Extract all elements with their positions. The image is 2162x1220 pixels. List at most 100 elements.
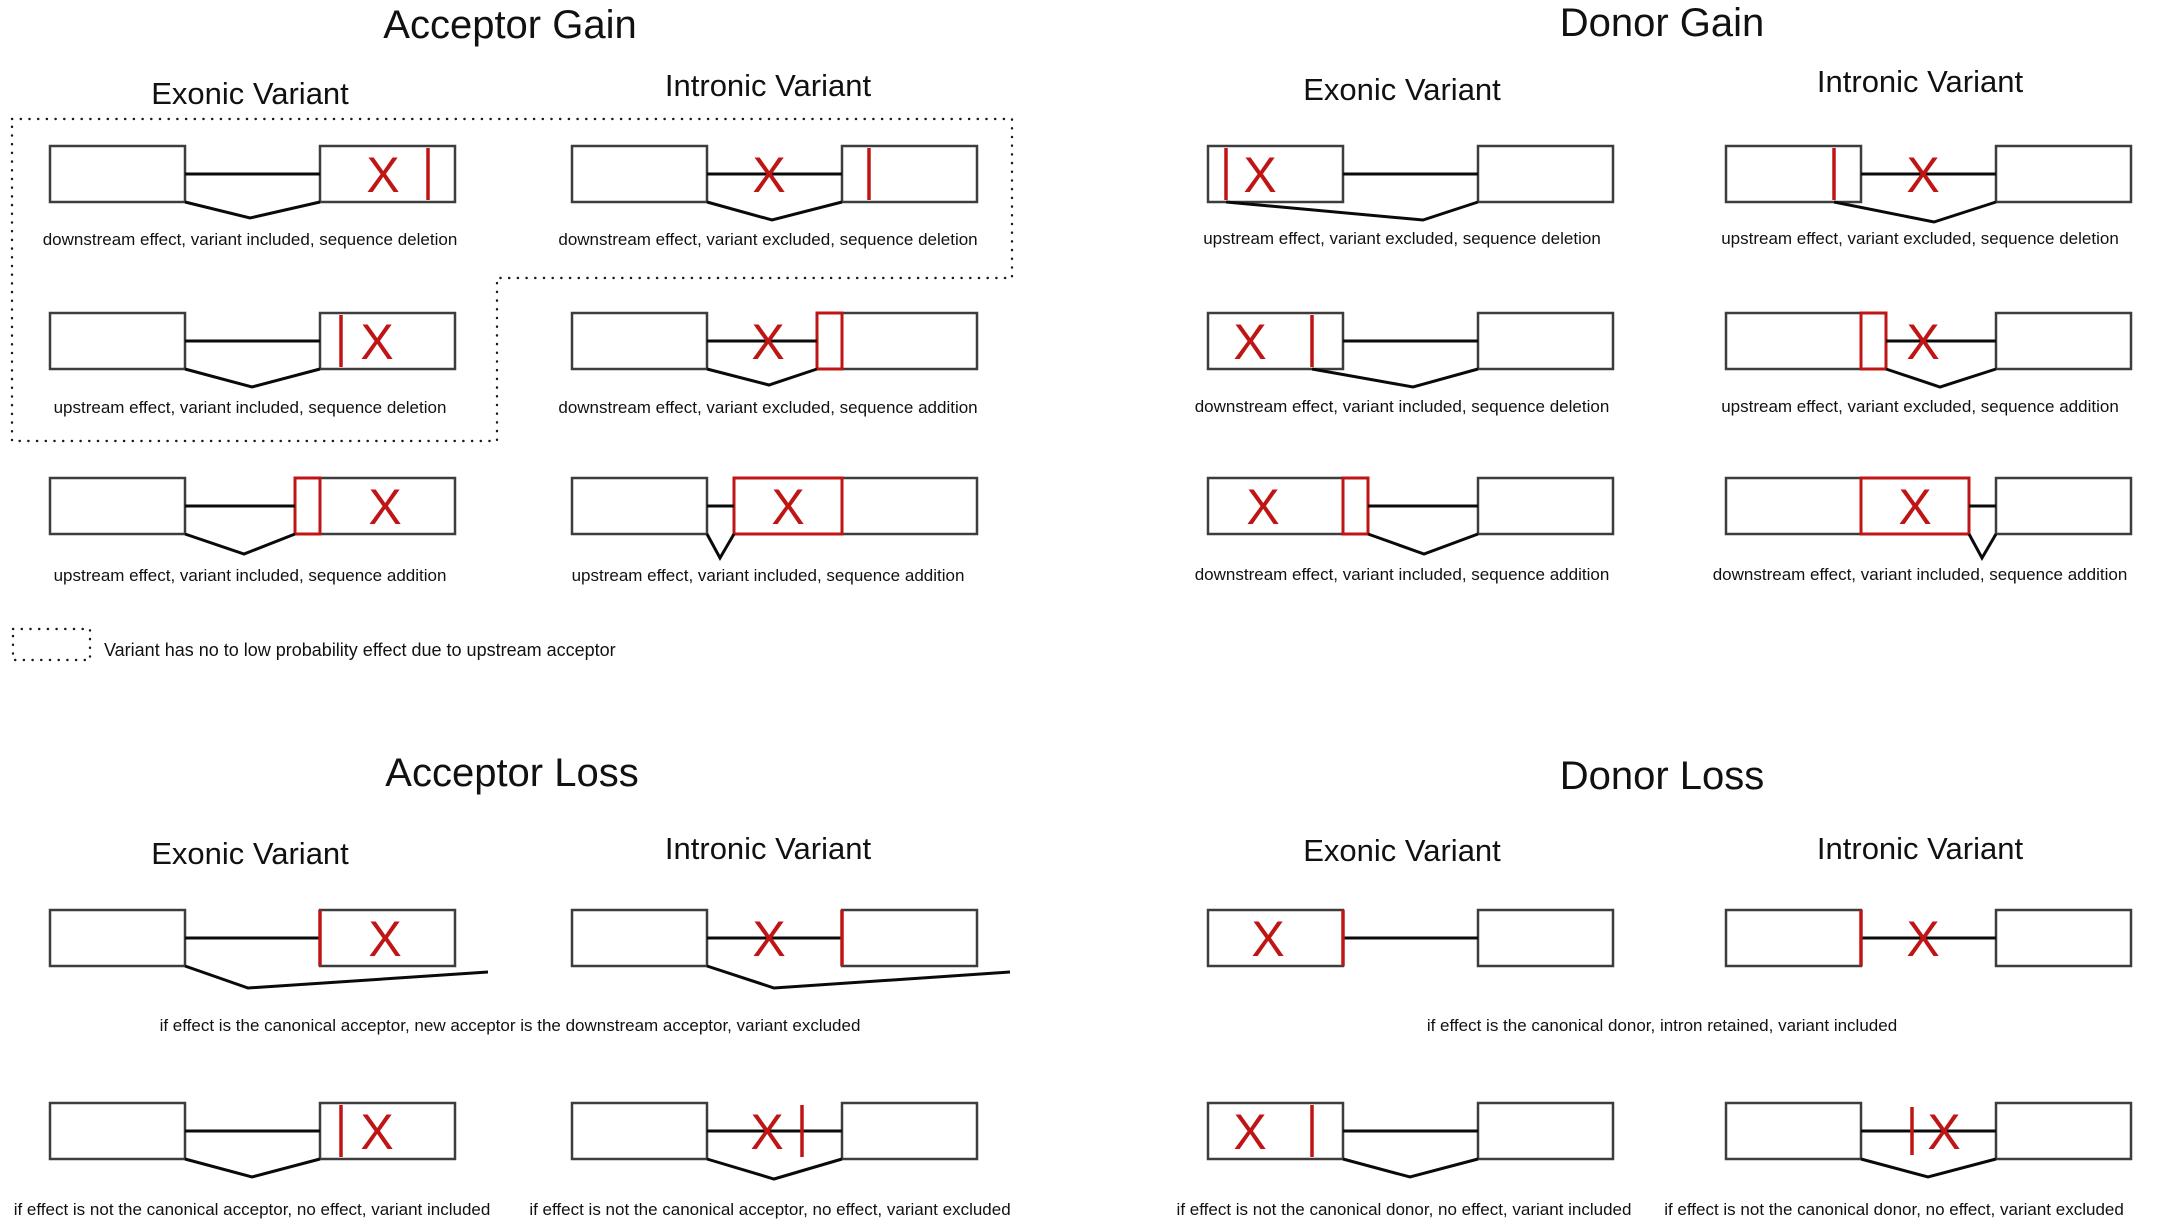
inserted-sequence-box	[293, 476, 322, 536]
exon-box	[1724, 144, 1863, 204]
variant-x-mark: X	[368, 911, 401, 967]
diagram-caption-dl-ex-2: if effect is not the canonical donor, no…	[1176, 1200, 1632, 1219]
diagram-caption-ag-in-3: upstream effect, variant included, seque…	[571, 566, 965, 585]
variant-x-mark: X	[751, 314, 784, 370]
variant-x-mark: X	[771, 479, 804, 535]
section-title-acceptor-gain: Acceptor Gain	[383, 3, 637, 47]
exon-box	[570, 1101, 709, 1161]
variant-x-mark: X	[1906, 314, 1939, 370]
diagram-caption-al-row1-shared: if effect is the canonical acceptor, new…	[159, 1016, 861, 1035]
splice-diagram-acceptor-gain-intronic-row2: X	[570, 311, 979, 387]
splice-diagram-donor-gain-exonic-row2: X	[1206, 311, 1615, 389]
diagram-caption-ag-in-2: downstream effect, variant excluded, seq…	[558, 398, 978, 417]
variant-x-mark: X	[752, 911, 785, 967]
splice-path	[1311, 367, 1479, 389]
variant-x-mark: X	[752, 147, 785, 203]
variant-x-mark: X	[1233, 1104, 1266, 1160]
column-header-acceptor-gain-intronic: Intronic Variant	[664, 68, 872, 103]
variant-x-mark: X	[368, 479, 401, 535]
exon-box	[840, 476, 979, 536]
splice-diagram-acceptor-gain-exonic-row3: X	[48, 476, 457, 556]
variant-x-mark: X	[1243, 147, 1276, 203]
section-title-donor-gain: Donor Gain	[1559, 1, 1765, 45]
exon-box	[840, 908, 979, 968]
exon-box	[1476, 1101, 1615, 1161]
inserted-sequence-box	[732, 476, 844, 536]
column-header-donor-gain-exonic: Exonic Variant	[1303, 72, 1501, 107]
column-header-donor-loss-exonic: Exonic Variant	[1303, 833, 1501, 868]
exon-box	[1994, 311, 2133, 371]
splice-path	[1967, 533, 1998, 562]
splice-diagram-donor-gain-intronic-row2: X	[1724, 311, 2133, 389]
splice-path	[706, 367, 818, 387]
splice-diagram-acceptor-gain-intronic-row3: X	[570, 476, 979, 562]
exon-box	[1206, 908, 1345, 968]
splice-path	[1367, 532, 1479, 556]
splice-diagram-donor-loss-exonic-row2: X	[1206, 1101, 1615, 1179]
legend-swatch-box	[11, 627, 92, 662]
exon-box	[1724, 476, 1863, 536]
exon-box	[1476, 476, 1615, 536]
splice-diagram-donor-loss-intronic-row1: X	[1724, 908, 2133, 968]
splice-path	[1833, 200, 1997, 224]
splice-path	[706, 200, 843, 222]
section-title-donor-loss: Donor Loss	[1559, 754, 1765, 798]
exon-box	[570, 144, 709, 204]
inserted-sequence-box	[815, 311, 844, 371]
exon-box	[1206, 476, 1345, 536]
splice-path	[705, 533, 736, 562]
diagram-caption-ag-in-1: downstream effect, variant excluded, seq…	[558, 230, 978, 249]
diagram-caption-dl-row1-shared: if effect is the canonical donor, intron…	[1426, 1016, 1898, 1035]
splice-diagram-acceptor-loss-exonic-row2: X	[48, 1101, 457, 1179]
splice-diagram-donor-loss-intronic-row2: X	[1724, 1101, 2133, 1179]
exon-box	[1994, 144, 2133, 204]
exon-box	[318, 476, 457, 536]
splice-path	[1342, 1157, 1479, 1179]
splice-diagram-acceptor-loss-exonic-row1: X	[48, 908, 489, 990]
exon-box	[1724, 1101, 1863, 1161]
exon-box	[48, 908, 187, 968]
splice-diagram-donor-loss-exonic-row1: X	[1206, 908, 1615, 968]
exon-box	[570, 476, 709, 536]
splice-diagram-donor-gain-exonic-row3: X	[1206, 476, 1615, 556]
splice-diagram-acceptor-gain-exonic-row1: X	[48, 144, 457, 220]
exon-box	[1206, 144, 1345, 204]
variant-x-mark: X	[1251, 911, 1284, 967]
exon-box	[570, 311, 709, 371]
diagram-caption-dg-in-1: upstream effect, variant excluded, seque…	[1721, 229, 2119, 248]
column-header-acceptor-gain-exonic: Exonic Variant	[151, 76, 349, 111]
diagram-caption-ag-ex-3: upstream effect, variant included, seque…	[53, 566, 447, 585]
variant-x-mark: X	[360, 1104, 393, 1160]
exon-box	[1724, 311, 1863, 371]
exon-box	[1724, 908, 1863, 968]
exon-box	[48, 476, 187, 536]
splice-path	[184, 1157, 321, 1179]
diagram-caption-dg-ex-3: downstream effect, variant included, seq…	[1194, 565, 1610, 584]
exon-box	[1994, 476, 2133, 536]
diagram-caption-dg-ex-1: upstream effect, variant excluded, seque…	[1203, 229, 1601, 248]
section-title-acceptor-loss: Acceptor Loss	[385, 751, 639, 795]
inserted-sequence-box	[1341, 476, 1370, 536]
exon-box	[318, 144, 457, 204]
diagram-caption-al-in-2: if effect is not the canonical acceptor,…	[529, 1200, 1011, 1219]
column-header-acceptor-loss-exonic: Exonic Variant	[151, 836, 349, 871]
column-header-donor-gain-intronic: Intronic Variant	[1816, 64, 2024, 99]
exon-box	[48, 311, 187, 371]
diagram-caption-al-ex-2: if effect is not the canonical acceptor,…	[13, 1200, 491, 1219]
exon-box	[1476, 144, 1615, 204]
splice-diagram-donor-gain-intronic-row1: X	[1724, 144, 2133, 224]
exon-box	[1476, 908, 1615, 968]
exon-box	[48, 144, 187, 204]
low-probability-region-outline	[10, 117, 1014, 443]
splice-path	[184, 200, 321, 220]
exon-box	[840, 1101, 979, 1161]
splice-diagram-acceptor-gain-intronic-row1: X	[570, 144, 979, 222]
diagram-caption-ag-ex-2: upstream effect, variant included, seque…	[53, 398, 447, 417]
splice-path	[1225, 200, 1479, 222]
splice-path	[706, 1157, 843, 1181]
variant-x-mark: X	[1927, 1104, 1960, 1160]
diagram-caption-dg-in-2: upstream effect, variant excluded, seque…	[1721, 397, 2119, 416]
exon-box	[1476, 311, 1615, 371]
